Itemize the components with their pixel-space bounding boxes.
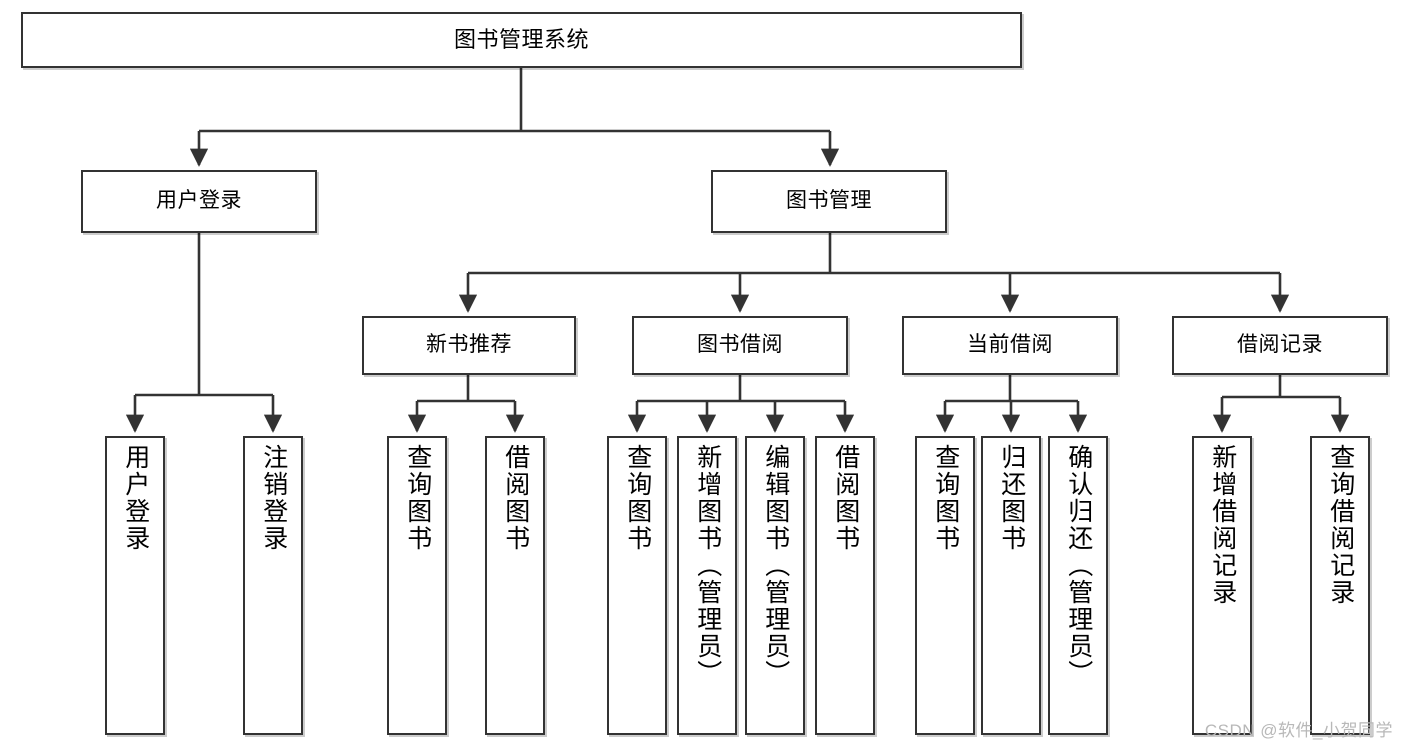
node-leaf-add-record-label: 新增借阅记录 <box>1208 444 1237 606</box>
node-leaf-borrow-book-1[interactable]: 借阅图书 <box>485 436 545 735</box>
node-book-management[interactable]: 图书管理 <box>711 170 947 233</box>
node-root[interactable]: 图书管理系统 <box>21 12 1022 68</box>
node-new-book-recommend-label: 新书推荐 <box>426 333 512 357</box>
node-leaf-logout[interactable]: 注销登录 <box>243 436 303 735</box>
node-leaf-query-book-2[interactable]: 查询图书 <box>607 436 667 735</box>
node-borrow-record[interactable]: 借阅记录 <box>1172 316 1388 375</box>
node-book-borrow[interactable]: 图书借阅 <box>632 316 848 375</box>
node-leaf-edit-book-label: 编辑图书（管理员） <box>761 444 790 687</box>
node-leaf-query-book-1-label: 查询图书 <box>403 444 432 552</box>
node-borrow-record-label: 借阅记录 <box>1237 333 1323 357</box>
csdn-watermark: CSDN @软件_小贺同学 <box>1204 721 1393 740</box>
node-leaf-logout-label: 注销登录 <box>259 444 288 552</box>
node-leaf-add-book[interactable]: 新增图书（管理员） <box>677 436 737 735</box>
node-leaf-confirm-return-label: 确认归还（管理员） <box>1064 444 1093 687</box>
node-book-management-label: 图书管理 <box>786 189 872 213</box>
node-leaf-borrow-book-2[interactable]: 借阅图书 <box>815 436 875 735</box>
node-leaf-add-record[interactable]: 新增借阅记录 <box>1192 436 1252 735</box>
node-leaf-query-book-3-label: 查询图书 <box>931 444 960 552</box>
node-user-login[interactable]: 用户登录 <box>81 170 317 233</box>
node-leaf-user-login-label: 用户登录 <box>121 444 150 552</box>
node-leaf-borrow-book-1-label: 借阅图书 <box>501 444 530 552</box>
node-user-login-label: 用户登录 <box>156 189 242 213</box>
node-leaf-confirm-return[interactable]: 确认归还（管理员） <box>1048 436 1108 735</box>
node-current-borrow[interactable]: 当前借阅 <box>902 316 1118 375</box>
node-current-borrow-label: 当前借阅 <box>967 333 1053 357</box>
node-leaf-add-book-label: 新增图书（管理员） <box>693 444 722 687</box>
node-root-label: 图书管理系统 <box>453 27 589 53</box>
node-leaf-query-record-label: 查询借阅记录 <box>1326 444 1355 606</box>
node-new-book-recommend[interactable]: 新书推荐 <box>362 316 576 375</box>
node-leaf-user-login[interactable]: 用户登录 <box>105 436 165 735</box>
node-leaf-query-book-3[interactable]: 查询图书 <box>915 436 975 735</box>
node-leaf-borrow-book-2-label: 借阅图书 <box>831 444 860 552</box>
node-book-borrow-label: 图书借阅 <box>697 333 783 357</box>
node-leaf-query-record[interactable]: 查询借阅记录 <box>1310 436 1370 735</box>
node-leaf-query-book-2-label: 查询图书 <box>623 444 652 552</box>
node-leaf-edit-book[interactable]: 编辑图书（管理员） <box>745 436 805 735</box>
node-leaf-query-book-1[interactable]: 查询图书 <box>387 436 447 735</box>
node-leaf-return-book[interactable]: 归还图书 <box>981 436 1041 735</box>
node-leaf-return-book-label: 归还图书 <box>997 444 1026 552</box>
